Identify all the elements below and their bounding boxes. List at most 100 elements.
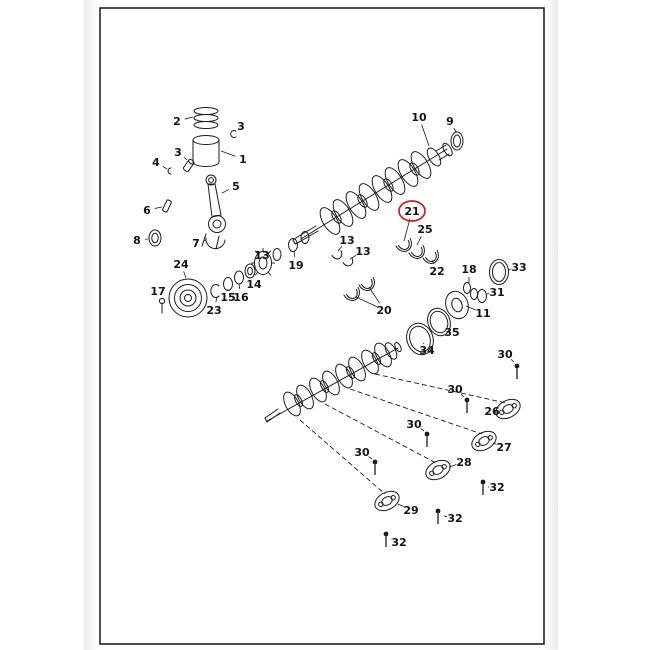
main-journal <box>319 380 330 393</box>
crank-web <box>335 363 353 389</box>
part-number-32: 32 <box>489 481 504 494</box>
bearing-caps <box>374 398 521 512</box>
crank-web <box>348 356 366 382</box>
piston-ring <box>193 121 219 129</box>
cap-bolt <box>464 397 470 413</box>
part-number-18: 18 <box>461 263 476 276</box>
callout-leader <box>184 116 194 120</box>
part-number-19: 19 <box>288 259 303 272</box>
part-number-25: 25 <box>417 223 432 236</box>
callout-leader <box>460 394 465 398</box>
callout-leader <box>423 342 425 345</box>
callout-leader <box>220 150 236 157</box>
bearing-shell <box>395 237 412 252</box>
crank-nose <box>264 417 268 423</box>
cap-bolt <box>514 363 520 379</box>
callout-leader <box>154 206 163 209</box>
part-number-13: 13 <box>339 234 354 247</box>
crank-web <box>319 207 341 235</box>
crank-pulley <box>168 278 208 318</box>
piston-pin <box>182 158 195 172</box>
crank-web <box>332 199 354 227</box>
callout-leader <box>492 442 497 445</box>
pulley-gear-train <box>158 231 310 318</box>
bearing-shell <box>343 286 360 301</box>
main-journal <box>331 210 342 224</box>
retainer-ring <box>489 259 509 285</box>
callout-leader <box>293 250 296 258</box>
part-number-20: 20 <box>376 304 392 317</box>
part-number-35: 35 <box>444 326 459 339</box>
callout-leader <box>183 271 187 279</box>
main-journal <box>409 162 420 176</box>
part-number-33: 33 <box>511 261 526 274</box>
callout-leader <box>403 218 411 242</box>
crank-web <box>296 384 314 410</box>
cap-bolts <box>372 363 520 547</box>
bearing-cap <box>495 398 521 420</box>
crank-web <box>345 191 367 219</box>
crank-web <box>358 183 380 211</box>
part-number-17: 17 <box>150 285 165 298</box>
crank-web <box>371 175 393 203</box>
callout-leader <box>420 428 425 432</box>
cap-bolt <box>424 431 430 447</box>
main-journal <box>357 194 368 208</box>
part-number-13: 13 <box>355 245 370 258</box>
rear-journal <box>442 142 453 157</box>
bearing-cap <box>425 459 451 481</box>
callout-leader <box>368 456 373 460</box>
callout-leader <box>453 127 457 133</box>
bearing-cap <box>374 490 400 512</box>
part-number-1: 1 <box>239 153 247 166</box>
part-number-21-highlighted: 21 <box>404 205 419 218</box>
callout-leader <box>397 503 404 508</box>
thrust-washer <box>342 257 354 267</box>
highlight-circle <box>398 200 426 222</box>
part-number-9: 9 <box>446 115 454 128</box>
part-number-30: 30 <box>497 348 513 361</box>
callout-leader <box>510 359 515 363</box>
part-number-2: 2 <box>173 115 181 128</box>
pilot-ring <box>450 131 464 151</box>
oil-slinger <box>288 238 298 252</box>
thrust-plate <box>470 288 478 300</box>
callout-leader <box>368 286 380 304</box>
front-seal <box>300 231 310 244</box>
cap-bolt <box>435 508 441 524</box>
crank-web <box>309 377 327 403</box>
part-number-16: 16 <box>233 291 249 304</box>
part-number-28: 28 <box>456 456 471 469</box>
rod-cap <box>205 237 226 249</box>
callout-leader <box>221 189 230 194</box>
crank-flange <box>384 342 398 360</box>
rod-big-end <box>208 215 226 233</box>
callout-leader <box>355 296 377 307</box>
part-number-30: 30 <box>447 383 463 396</box>
spacer <box>272 248 282 261</box>
part-number-22: 22 <box>429 265 444 278</box>
case-gasket <box>406 322 434 356</box>
cap-bolt <box>480 479 486 495</box>
part-number-32: 32 <box>391 536 406 549</box>
crank-web <box>322 370 340 396</box>
part-number-15: 15 <box>220 291 235 304</box>
part-number-34: 34 <box>419 344 435 357</box>
crank-web <box>361 349 379 375</box>
callout-leader <box>183 157 188 161</box>
part-number-27: 27 <box>496 441 511 454</box>
crank-web <box>410 151 432 179</box>
rod-bushing <box>162 199 172 213</box>
part-number-5: 5 <box>232 180 240 193</box>
callout-leader <box>203 239 207 242</box>
part-number-11: 11 <box>475 307 490 320</box>
main-journal <box>383 178 394 192</box>
assembly-dashed-lines <box>299 373 507 495</box>
part-number-32: 32 <box>447 512 462 525</box>
callout-leader <box>421 124 430 147</box>
washer-ring <box>148 229 162 247</box>
bearing-shell <box>408 244 425 259</box>
